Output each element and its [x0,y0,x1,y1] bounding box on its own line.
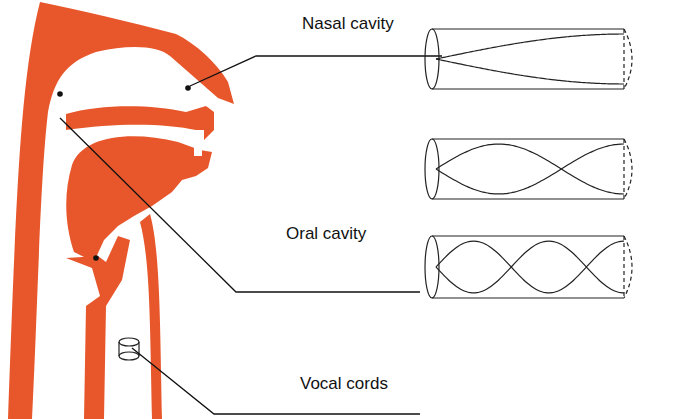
tongue-and-jaw [66,136,212,262]
resonance-tubes [425,29,632,298]
neck-front [140,214,162,419]
larynx [66,236,130,419]
leader-dots [57,85,191,261]
tube [425,29,632,89]
part-label: Nasal cavity [300,14,396,34]
nasal-leader [190,56,442,86]
head-section [8,2,234,419]
part-label: Vocal cords [298,374,390,394]
teeth [194,130,204,156]
oral-leader [60,118,420,292]
vocal-leader [132,348,420,414]
lower-tooth [194,146,202,156]
tube [425,236,632,298]
leader-lines [60,56,442,414]
upper-tooth [196,130,204,142]
palate [66,106,214,140]
part-label: Oral cavity [284,224,368,244]
tube [425,139,632,199]
skull-and-face [8,2,234,419]
vocal-cord-cylinder [119,338,139,360]
